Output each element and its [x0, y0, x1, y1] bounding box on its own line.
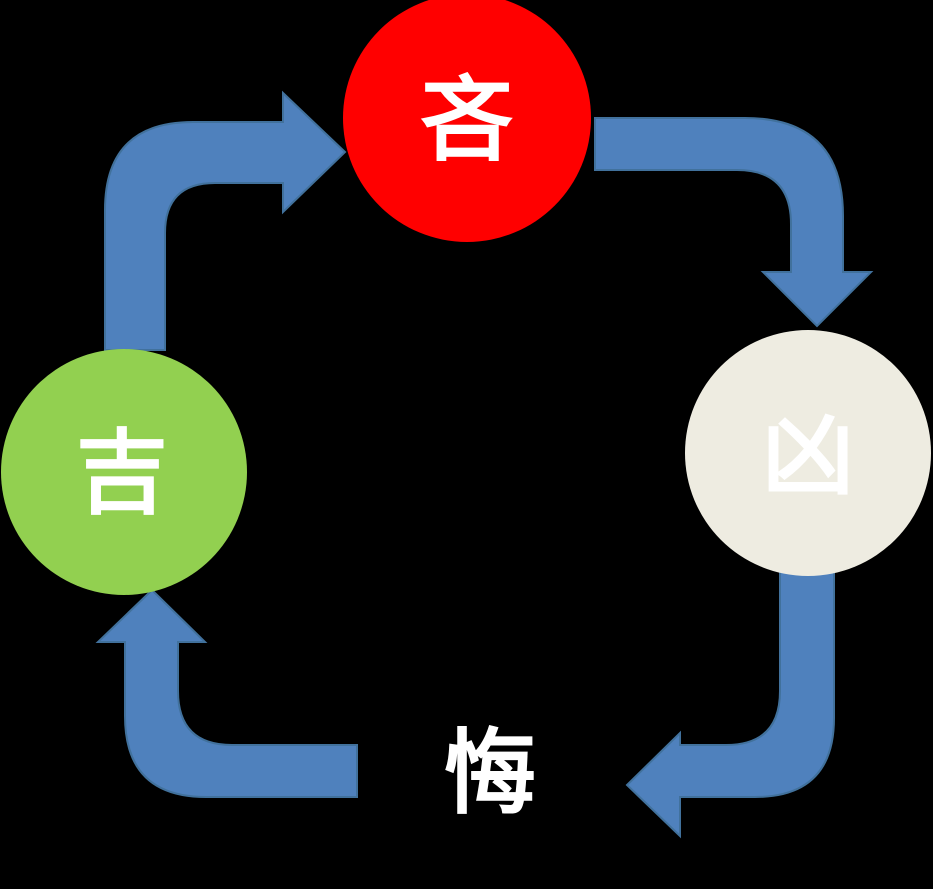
node-lin-label: 吝	[420, 67, 513, 174]
arrow-ji-to-lin	[104, 90, 347, 351]
node-ji: 吉	[1, 349, 247, 595]
node-lin-circle	[343, 0, 591, 242]
node-lin: 吝	[343, 0, 591, 242]
node-hui-label: 悔	[444, 720, 536, 827]
arrow-hui-to-ji	[95, 588, 358, 798]
node-xiong: 凶	[685, 330, 931, 576]
node-xiong-label: 凶	[762, 402, 854, 509]
arrow-lin-to-xiong	[594, 117, 874, 328]
node-ji-label: 吉	[76, 420, 168, 527]
node-hui: 悔	[441, 717, 539, 830]
node-xiong-circle	[685, 330, 931, 576]
node-ji-circle	[1, 349, 247, 595]
arrow-xiong-to-hui	[625, 562, 835, 839]
